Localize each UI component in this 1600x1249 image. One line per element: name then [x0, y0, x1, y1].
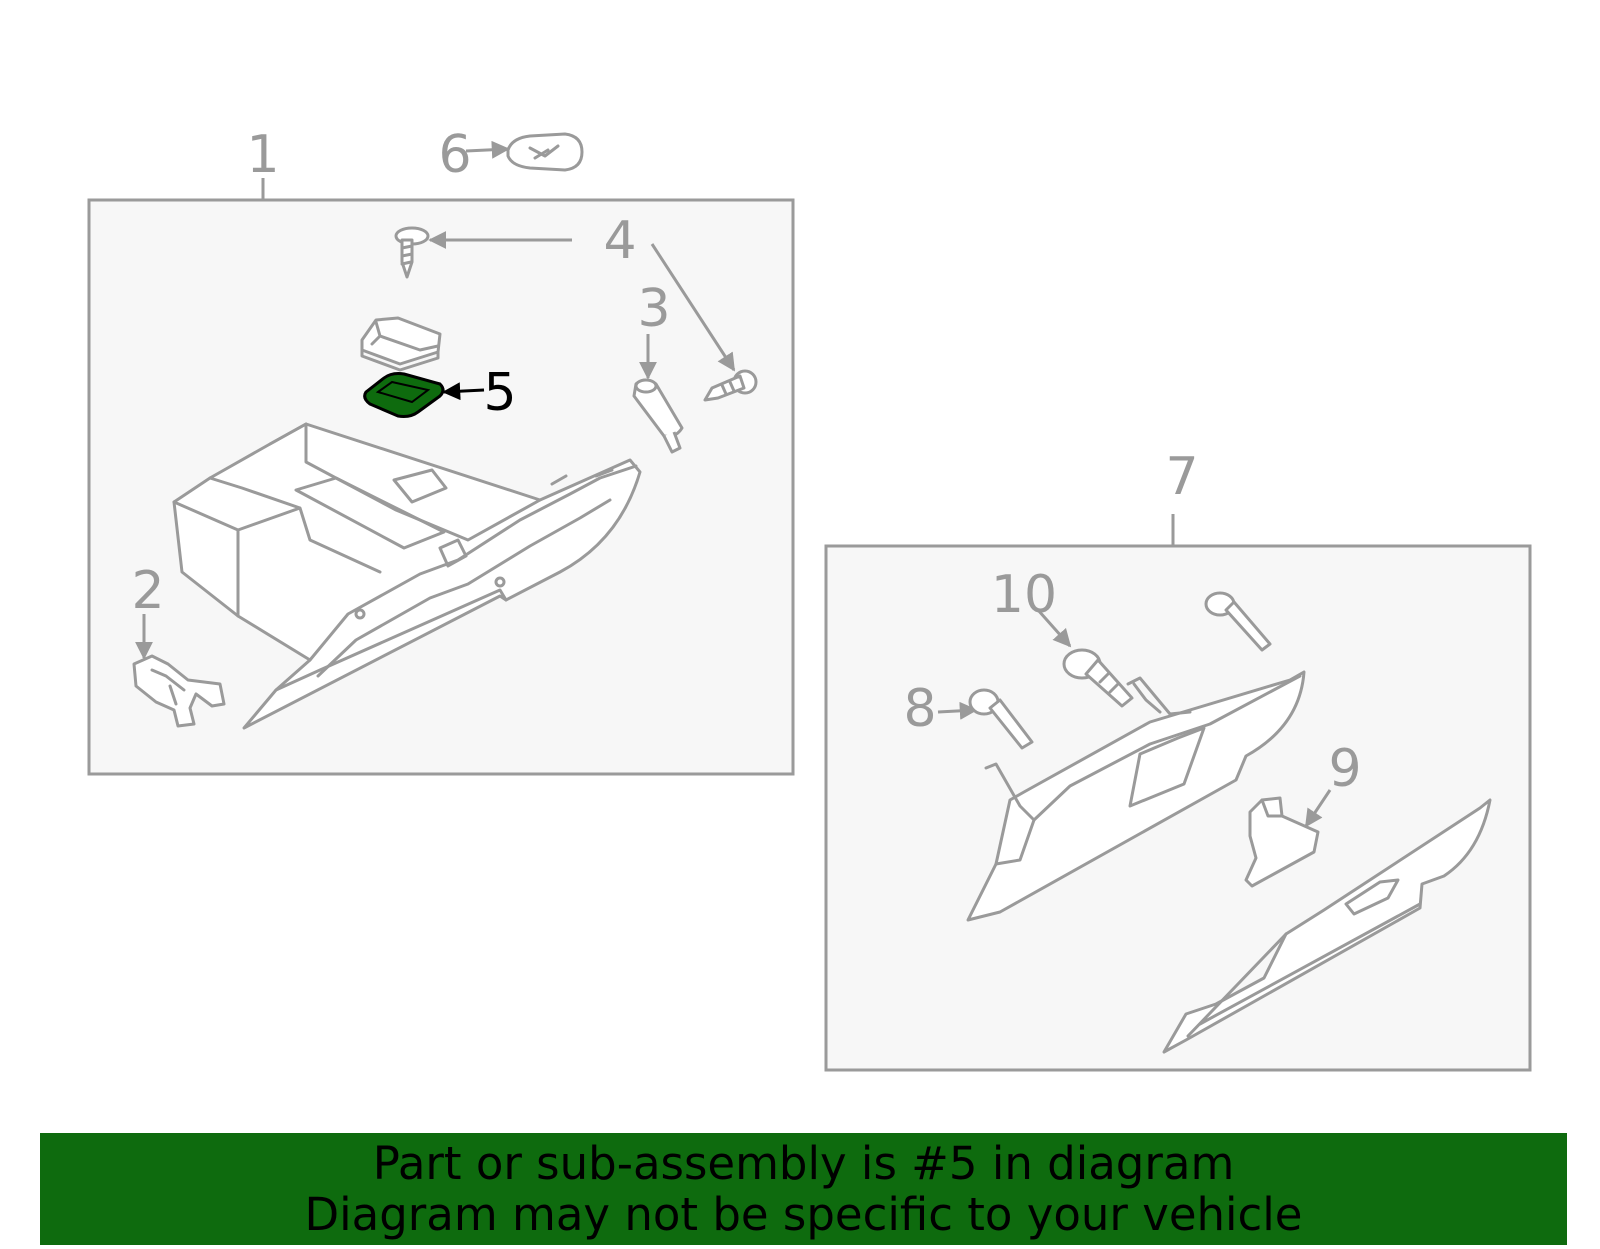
banner-line-2: Diagram may not be specific to your vehi…	[304, 1188, 1303, 1241]
bulb-part-6	[506, 132, 584, 172]
bumper-upper	[1204, 591, 1272, 652]
banner-line-1: Part or sub-assembly is #5 in diagram	[372, 1137, 1235, 1190]
callout-7: 7	[1165, 447, 1198, 507]
lamp-housing	[360, 316, 442, 372]
glove-box-body	[172, 422, 642, 730]
callout-2: 2	[131, 561, 164, 621]
bumper-part-10	[1062, 648, 1134, 708]
callout-10: 10	[991, 565, 1057, 625]
clip-part-2	[132, 654, 226, 728]
lens-part-5-highlighted	[363, 372, 445, 418]
callout-1: 1	[246, 125, 279, 185]
switch-part-3	[632, 378, 684, 454]
callout-8: 8	[903, 679, 936, 739]
glove-door-outer	[1162, 798, 1492, 1054]
callout-4: 4	[603, 211, 636, 271]
bumper-part-8	[968, 688, 1034, 750]
callout-5: 5	[483, 363, 516, 423]
callout-3: 3	[637, 279, 670, 339]
callout-9: 9	[1328, 739, 1361, 799]
glove-door-inner	[966, 670, 1306, 922]
notice-banner: Part or sub-assembly is #5 in diagram Di…	[40, 1133, 1567, 1245]
screw-part-4b	[703, 369, 758, 402]
callout-6: 6	[438, 125, 471, 185]
screw-part-4a	[394, 226, 430, 279]
striker-part-9	[1244, 796, 1320, 888]
